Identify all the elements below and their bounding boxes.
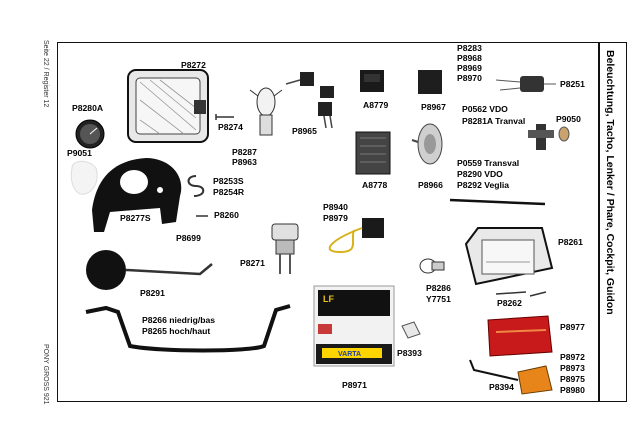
label-p9051: P9051	[67, 148, 92, 158]
label-p8965: P8965	[292, 126, 317, 136]
label-p8253s: P8253S	[213, 176, 244, 186]
label-p8271: P8271	[240, 258, 265, 268]
label-y7751: Y7751	[426, 294, 451, 304]
label-p8940: P8940	[323, 202, 348, 212]
light-switch-image	[271, 223, 299, 274]
fuse-image	[401, 321, 421, 339]
horn-image	[411, 123, 443, 165]
label-p8966: P8966	[418, 180, 443, 190]
label-p9050: P9050	[556, 114, 581, 124]
battery-image: LF VARTA	[313, 285, 395, 367]
label-p8261: P8261	[558, 237, 583, 247]
catalog-frame	[57, 42, 627, 402]
label-p8266: P8266 niedrig/bas	[142, 315, 216, 325]
label-p8290: P8290 VDO	[457, 169, 503, 179]
label-p8971: P8971	[342, 380, 367, 390]
label-p8265: P8265 hoch/haut	[142, 326, 211, 336]
label-p8970: P8970	[457, 73, 482, 83]
relay-image	[360, 70, 384, 92]
label-p8969: P8969	[457, 63, 482, 73]
relay-wired-image	[328, 218, 384, 254]
mirror-image	[86, 250, 213, 290]
headlight-image	[127, 69, 209, 143]
label-p8251: P8251	[560, 79, 585, 89]
label-p8283: P8283	[457, 43, 482, 53]
label-p8393: P8393	[397, 348, 422, 358]
drive-image	[528, 124, 570, 150]
label-p8972: P8972	[560, 352, 585, 362]
label-p8967: P8967	[421, 102, 446, 112]
switch-image	[285, 72, 334, 129]
label-p0562: P0562 VDO	[462, 104, 508, 114]
label-p8286: P8286	[426, 283, 451, 293]
label-p8260: P8260	[214, 210, 239, 220]
label-p8281a: P8281A Tranval	[462, 116, 526, 126]
label-p8287: P8287	[232, 147, 257, 157]
label-p8274: P8274	[218, 122, 243, 132]
label-p8254r: P8254R	[213, 187, 245, 197]
handlebar-image	[85, 304, 291, 353]
flasher-image	[418, 70, 442, 94]
title-divider	[598, 42, 600, 402]
label-a8779: A8779	[363, 100, 389, 110]
label-p8262: P8262	[497, 298, 522, 308]
cover-image	[70, 160, 98, 195]
bulb-image	[249, 87, 283, 136]
label-p8980: P8980	[560, 385, 585, 395]
label-p0559: P0559 Transval	[457, 158, 520, 168]
label-p8977: P8977	[560, 322, 585, 332]
bracket-image	[92, 158, 182, 232]
label-p8292: P8292 Veglia	[457, 180, 510, 190]
battery-brand-text: VARTA	[338, 351, 361, 358]
battery-logo-text: LF	[323, 294, 334, 304]
speedo-cable-image	[449, 198, 546, 206]
label-p8291: P8291	[140, 288, 165, 298]
clamp-image	[187, 175, 205, 197]
label-p8979: P8979	[323, 213, 348, 223]
screws-image	[495, 291, 547, 297]
tail-lamp-image	[464, 227, 554, 286]
screw-image	[215, 114, 234, 120]
label-p8973: P8973	[560, 363, 585, 373]
indicator-image	[469, 359, 553, 395]
label-a8778: A8778	[362, 180, 388, 190]
label-p8280a: P8280A	[72, 103, 104, 113]
connector-image	[495, 76, 556, 92]
label-p8272: P8272	[181, 60, 206, 70]
label-p8277s: P8277S	[120, 213, 151, 223]
label-p8963: P8963	[232, 157, 257, 167]
small-bulb-image	[419, 258, 445, 274]
red-tail-light-image	[487, 315, 553, 357]
label-p8975: P8975	[560, 374, 585, 384]
speedometer-image	[75, 119, 105, 149]
label-p8394: P8394	[489, 382, 514, 392]
label-p8968: P8968	[457, 53, 482, 63]
label-p8699: P8699	[176, 233, 201, 243]
regulator-image	[355, 131, 391, 175]
